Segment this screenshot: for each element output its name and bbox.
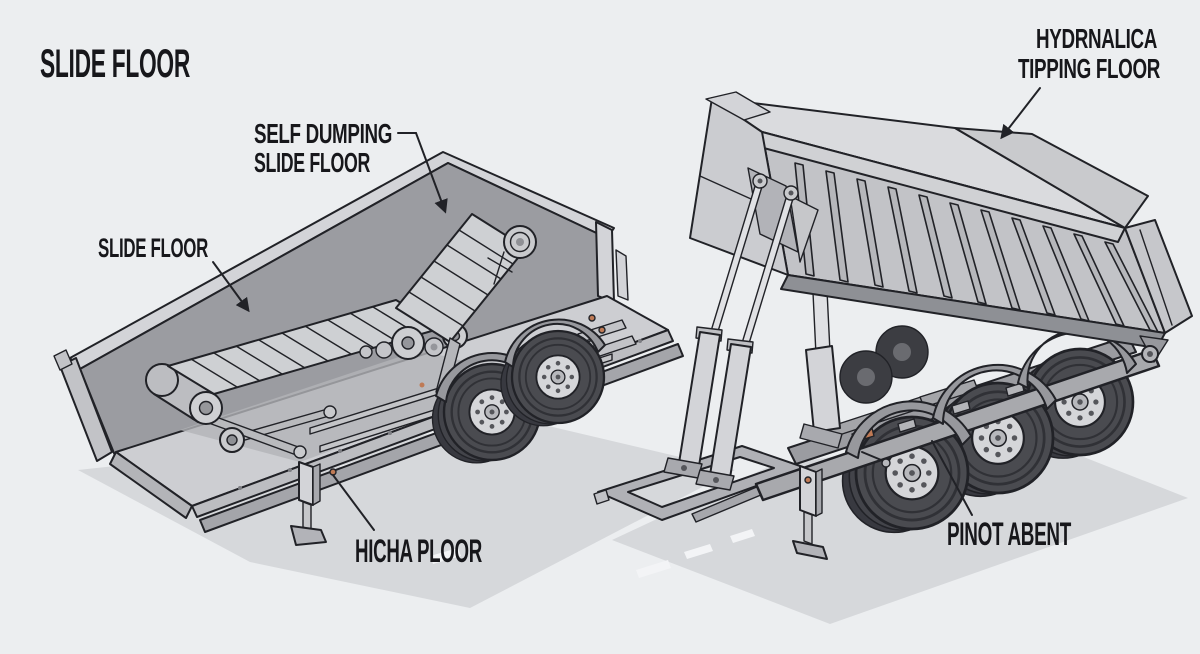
leg-lower-post (302, 501, 312, 531)
dump-body (689, 91, 1193, 363)
beam-tab (1005, 382, 1025, 397)
scissor-joint-hub (226, 434, 238, 446)
label-self-dumping-line1: SELF DUMPING (254, 118, 392, 149)
leader-lines (212, 87, 1041, 531)
upper-belt-slats (408, 229, 514, 327)
marker-light (804, 476, 812, 484)
hitch-tip (593, 489, 610, 505)
fender-rear (504, 318, 606, 368)
central-base (799, 423, 843, 449)
bracket-gusset (789, 195, 819, 263)
slide-floor-trailer-illustration (53, 151, 735, 608)
drum-hub (198, 400, 214, 416)
label-hitch-floor: HICHA PLOOR (355, 533, 482, 569)
tow-pin (861, 451, 887, 463)
label-pivot: PINOT ABENT (947, 516, 1072, 552)
leg-lower-post (803, 511, 813, 545)
leader-hitch-floor (332, 474, 375, 531)
label-self-dumping-line2: SLIDE FLOOR (254, 147, 370, 178)
body-apex-cap (705, 91, 771, 121)
corner-stake (53, 349, 73, 371)
central-barrel (805, 345, 841, 433)
label-hydraulic-line2: TIPPING FLOOR (1018, 53, 1160, 84)
rear-gate-rail (615, 249, 629, 301)
scissor-joint-c (323, 405, 337, 419)
marker-light (588, 314, 596, 322)
leader-self-dumping (397, 132, 448, 214)
upper-belt-brace (487, 251, 513, 285)
marker-light (598, 326, 606, 334)
beam-tab (897, 418, 917, 433)
tow-pin-head (881, 458, 891, 468)
rear-gate (595, 221, 629, 303)
leg-front-face (298, 461, 314, 506)
label-hydraulic-line1: HYDRNALICA (1036, 23, 1157, 54)
rear-gate-crease (1139, 229, 1173, 326)
left-wheels (432, 318, 606, 462)
body-rear-gate (1124, 219, 1193, 334)
leader-slide-floor (212, 261, 250, 313)
ground-markings (636, 529, 755, 578)
support-leg (792, 465, 828, 560)
ground-markings (340, 443, 461, 564)
scissor-joint-b (293, 445, 307, 459)
leg-side-face (815, 468, 823, 517)
deck-end-face (109, 451, 193, 519)
page-title: SLIDE FLOOR (40, 42, 190, 86)
rear-gate-post (595, 221, 615, 303)
leg-side-face (312, 463, 321, 506)
fender-middle (932, 364, 1057, 425)
label-slide-floor: SLIDE FLOOR (98, 233, 208, 263)
beam-tab (951, 400, 971, 415)
tipping-trailer-illustration (593, 91, 1193, 624)
leader-hydraulic-tipping (1000, 87, 1041, 140)
front-hydraulic-cylinders (663, 167, 819, 491)
support-leg (290, 461, 327, 546)
leg-foot (792, 540, 828, 560)
front-drum (145, 363, 223, 425)
marker-light (419, 382, 425, 388)
leader-pivot (931, 440, 973, 516)
labels: SLIDE FLOOR SELF DUMPING SLIDE FLOOR SLI… (40, 23, 1161, 569)
leg-foot (290, 525, 327, 546)
fender-rear (1017, 329, 1137, 389)
near-frame-beam (754, 329, 1161, 502)
drum-far-cap (145, 363, 179, 397)
leg-front-face (799, 465, 817, 517)
lower-belt-slats (190, 306, 420, 388)
